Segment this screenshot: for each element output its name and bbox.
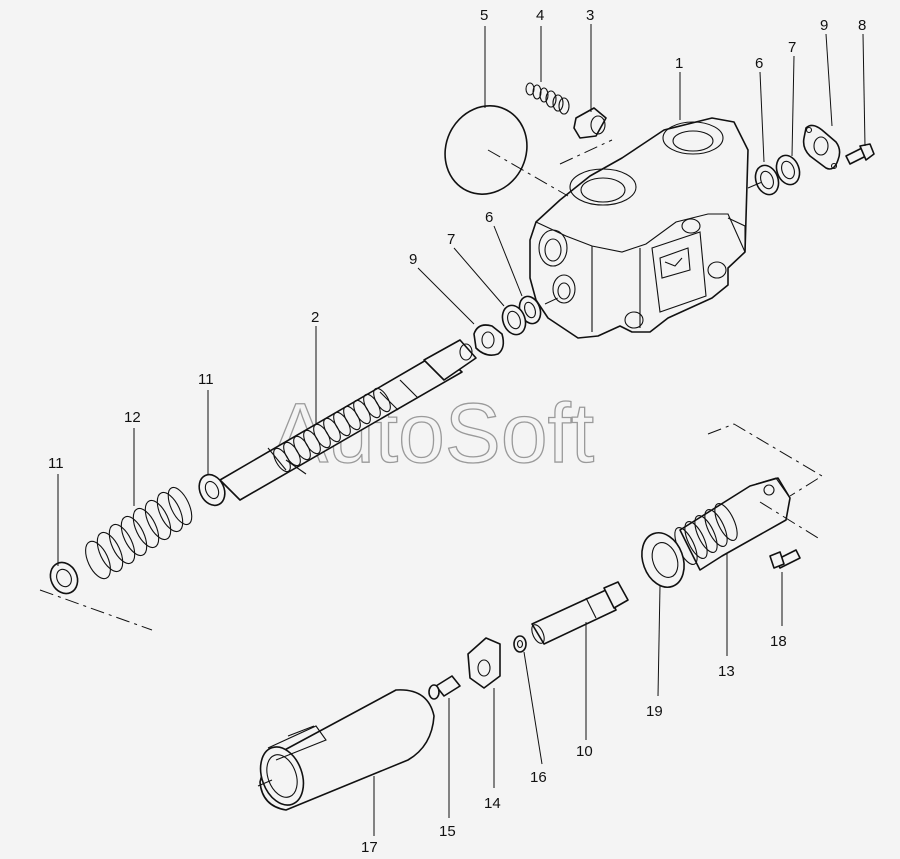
right-plate: [802, 124, 841, 170]
assembly-line-3: [559, 139, 613, 165]
callout-18: 18: [770, 633, 787, 650]
small-spring: [525, 82, 570, 115]
assembly-line-6: [747, 181, 763, 189]
small-bolt: [428, 675, 461, 700]
callout-6-left: 6: [485, 209, 493, 226]
callout-10: 10: [576, 743, 593, 760]
spring-retainer-lower: [49, 561, 79, 595]
housing-bolt: [769, 549, 801, 569]
assembly-line-5: [487, 149, 569, 197]
callout-9-left: 9: [409, 251, 417, 268]
small-plug: [573, 107, 607, 139]
callout-9-right: 9: [820, 17, 828, 34]
callout-8: 8: [858, 17, 866, 34]
callout-12: 12: [124, 409, 141, 426]
assembly-line-18: [759, 501, 819, 539]
leader-lines: [57, 24, 866, 836]
callout-17: 17: [361, 839, 378, 856]
valve-spool: [219, 339, 477, 501]
callout-11-upper: 11: [198, 371, 214, 388]
left-backup-ring: [501, 304, 527, 336]
right-backup-ring: [775, 154, 801, 186]
callout-7-left: 7: [447, 231, 455, 248]
callout-6-right: 6: [755, 55, 763, 72]
left-plate: [473, 324, 505, 356]
spring-retainer-upper: [198, 473, 226, 507]
spool-spring: [273, 387, 391, 473]
right-bolt: [845, 143, 875, 165]
callout-7-right: 7: [788, 39, 796, 56]
callout-3: 3: [586, 7, 594, 24]
stopper-block: [467, 637, 501, 689]
callout-15: 15: [439, 823, 456, 840]
callout-16: 16: [530, 769, 547, 786]
callout-2: 2: [311, 309, 319, 326]
housing-gasket: [641, 532, 685, 588]
callout-14: 14: [484, 795, 501, 812]
stopper-shaft: [531, 581, 629, 645]
callout-19: 19: [646, 703, 663, 720]
assembly-line-6b: [544, 296, 561, 305]
cover-disc: [444, 105, 528, 195]
end-cover-cap: [257, 689, 435, 811]
callout-labels: 1 2 3 4 5 6 6 7 7 8 9 9 10 11 11 12 13 1…: [48, 7, 866, 856]
small-washer: [513, 635, 527, 653]
valve-body: [529, 117, 749, 339]
assembly-line-right: [707, 423, 823, 497]
callout-5: 5: [480, 7, 488, 24]
callout-1: 1: [675, 55, 683, 72]
assembly-line-left: [39, 589, 153, 631]
callout-11-lower: 11: [48, 455, 64, 472]
callout-13: 13: [718, 663, 735, 680]
callout-4: 4: [536, 7, 544, 24]
return-spring: [85, 486, 193, 580]
